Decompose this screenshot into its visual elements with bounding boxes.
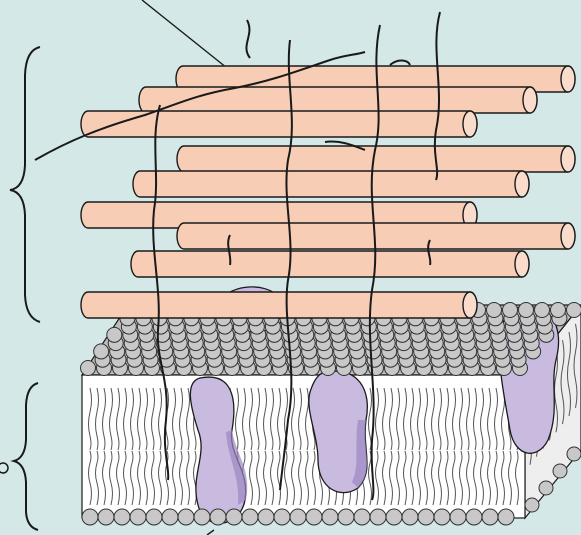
phospholipid-head xyxy=(306,509,322,525)
phospholipid-head xyxy=(418,509,434,525)
phospholipid-head xyxy=(146,509,162,525)
phospholipid-head xyxy=(539,481,553,495)
phospholipid-head xyxy=(98,509,114,525)
phospholipid-head xyxy=(525,498,539,512)
microfibril-end xyxy=(463,292,477,318)
phospholipid-head xyxy=(519,303,534,318)
phospholipid-head xyxy=(194,509,210,525)
phospholipid-head xyxy=(498,509,514,525)
phospholipid-head xyxy=(567,447,581,461)
phospholipid-head xyxy=(178,509,194,525)
phospholipid-head xyxy=(466,509,482,525)
phospholipid-head xyxy=(450,509,466,525)
phospholipid-head xyxy=(226,509,242,525)
microfibril-body xyxy=(81,292,477,318)
membrane-front-face xyxy=(82,375,525,518)
microfibril-body xyxy=(133,171,529,197)
phospholipid-head xyxy=(322,509,338,525)
phospholipid-head xyxy=(94,344,109,359)
phospholipid-head xyxy=(210,509,226,525)
phospholipid-head xyxy=(114,509,130,525)
microfibril-body xyxy=(131,251,529,277)
cellulose-microfibril xyxy=(131,251,529,277)
microfibril-end xyxy=(523,87,537,113)
plasma-membrane xyxy=(81,287,581,525)
phospholipid-head xyxy=(290,509,306,525)
phospholipid-head xyxy=(553,464,567,478)
phospholipid-head xyxy=(81,361,96,376)
phospholipid-head xyxy=(434,509,450,525)
phospholipid-head xyxy=(338,509,354,525)
phospholipid-head xyxy=(242,509,258,525)
phospholipid-head xyxy=(487,303,502,318)
microfibril-end xyxy=(515,171,529,197)
microfibril-end xyxy=(463,111,477,137)
cellulose-microfibril xyxy=(81,292,477,318)
cellulose-microfibril xyxy=(81,111,477,137)
cellulose-microfibril xyxy=(139,87,537,113)
phospholipid-head xyxy=(82,509,98,525)
phospholipid-head xyxy=(482,509,498,525)
phospholipid-head xyxy=(535,303,550,318)
phospholipid-head xyxy=(503,303,518,318)
microfibril-end xyxy=(561,66,575,92)
microfibril-end xyxy=(561,223,575,249)
phospholipid-head xyxy=(130,509,146,525)
microfibril-body xyxy=(81,111,477,137)
phospholipid-head xyxy=(370,509,386,525)
cellulose-microfibril xyxy=(133,171,529,197)
microfibril-body xyxy=(139,87,537,113)
phospholipid-head xyxy=(162,509,178,525)
phospholipid-head xyxy=(258,509,274,525)
phospholipid-head xyxy=(107,327,122,342)
microfibril-end xyxy=(515,251,529,277)
phospholipid-head xyxy=(402,509,418,525)
phospholipid-head xyxy=(386,509,402,525)
phospholipid-head xyxy=(567,303,581,318)
phospholipid-head xyxy=(274,509,290,525)
microfibril-end xyxy=(561,146,575,172)
phospholipid-head xyxy=(551,303,566,318)
phospholipid-head xyxy=(354,509,370,525)
